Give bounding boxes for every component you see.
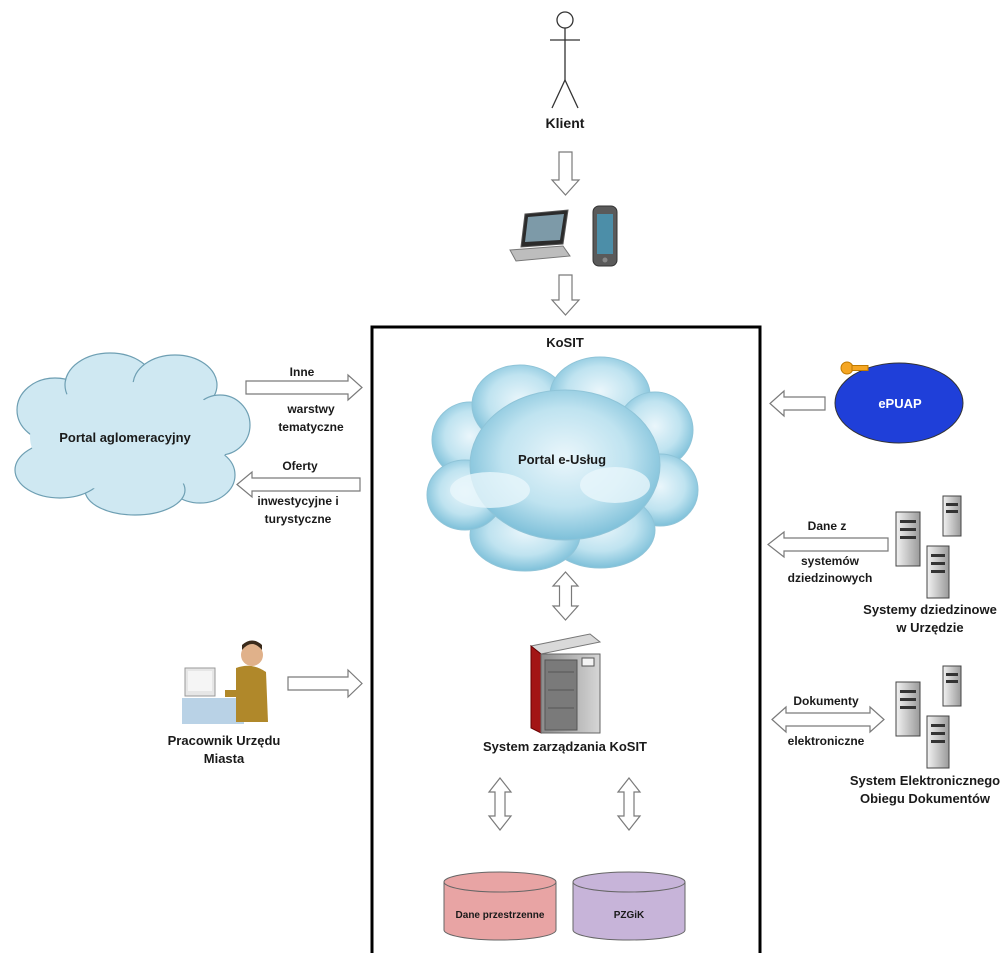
client-actor-icon	[550, 11, 580, 109]
client-down-arrow	[550, 151, 581, 196]
system-eod-line2: Obiegu Dokumentów	[860, 791, 991, 806]
portal-aglomeracyjny-cloud	[14, 352, 251, 516]
systemy-dziedzinowe-servers-icon	[895, 495, 962, 599]
flow-oferty-arrow	[236, 470, 361, 499]
system-eod-servers-icon	[895, 665, 962, 769]
database-dane-przestrzenne-label: Dane przestrzenne	[456, 910, 545, 921]
devices-down-arrow	[550, 274, 581, 316]
db1-double-arrow	[487, 777, 513, 831]
office-worker-icon	[182, 640, 268, 724]
systemy-dziedzinowe-line2: w Urzędzie	[895, 620, 963, 635]
pracownik-line2: Miasta	[204, 751, 245, 766]
flow-inne-line2: warstwy	[286, 402, 335, 416]
pracownik-line1: Pracownik Urzędu	[168, 733, 281, 748]
epuap-arrow	[769, 389, 826, 418]
portal-aglomeracyjny-label: Portal aglomeracyjny	[59, 430, 191, 445]
flow-dokumenty-double-arrow	[771, 705, 885, 734]
flow-dane-line2: systemów	[801, 554, 860, 568]
portal-system-double-arrow	[551, 571, 580, 621]
epuap-node	[834, 362, 964, 444]
flow-dane-line1: Dane z	[808, 519, 847, 533]
database-pzgik-label: PZGiK	[614, 910, 645, 921]
portal-eushlug-cloud	[426, 356, 699, 572]
flow-inne-line3: tematyczne	[278, 420, 344, 434]
database-pzgik	[572, 871, 686, 941]
kosit-title: KoSIT	[546, 335, 584, 350]
system-eod-line1: System Elektronicznego	[850, 773, 1000, 788]
flow-oferty-line3: turystyczne	[265, 512, 332, 526]
management-system-label: System zarządzania KoSIT	[483, 739, 647, 754]
phone-icon	[592, 205, 618, 267]
flow-inne-line1: Inne	[290, 365, 315, 379]
portal-eushlug-label: Portal e-Usług	[518, 452, 606, 467]
laptop-icon	[509, 209, 571, 262]
db2-double-arrow	[616, 777, 642, 831]
key-icon	[840, 361, 869, 375]
kosit-boundary	[370, 325, 762, 953]
flow-dane-line3: dziedzinowych	[788, 571, 873, 585]
flow-oferty-line2: inwestycyjne i	[257, 494, 338, 508]
flow-dane-arrow	[767, 530, 889, 559]
systemy-dziedzinowe-line1: Systemy dziedzinowe	[863, 602, 997, 617]
flow-oferty-line1: Oferty	[282, 459, 318, 473]
client-label: Klient	[546, 115, 585, 131]
database-dane-przestrzenne	[443, 871, 557, 941]
flow-inne-arrow	[245, 373, 363, 402]
flow-dokumenty-line2: elektroniczne	[788, 734, 865, 748]
pracownik-arrow	[287, 668, 363, 699]
epuap-label: ePUAP	[878, 396, 922, 411]
flow-dokumenty-line1: Dokumenty	[793, 694, 859, 708]
management-server-icon	[529, 633, 602, 734]
